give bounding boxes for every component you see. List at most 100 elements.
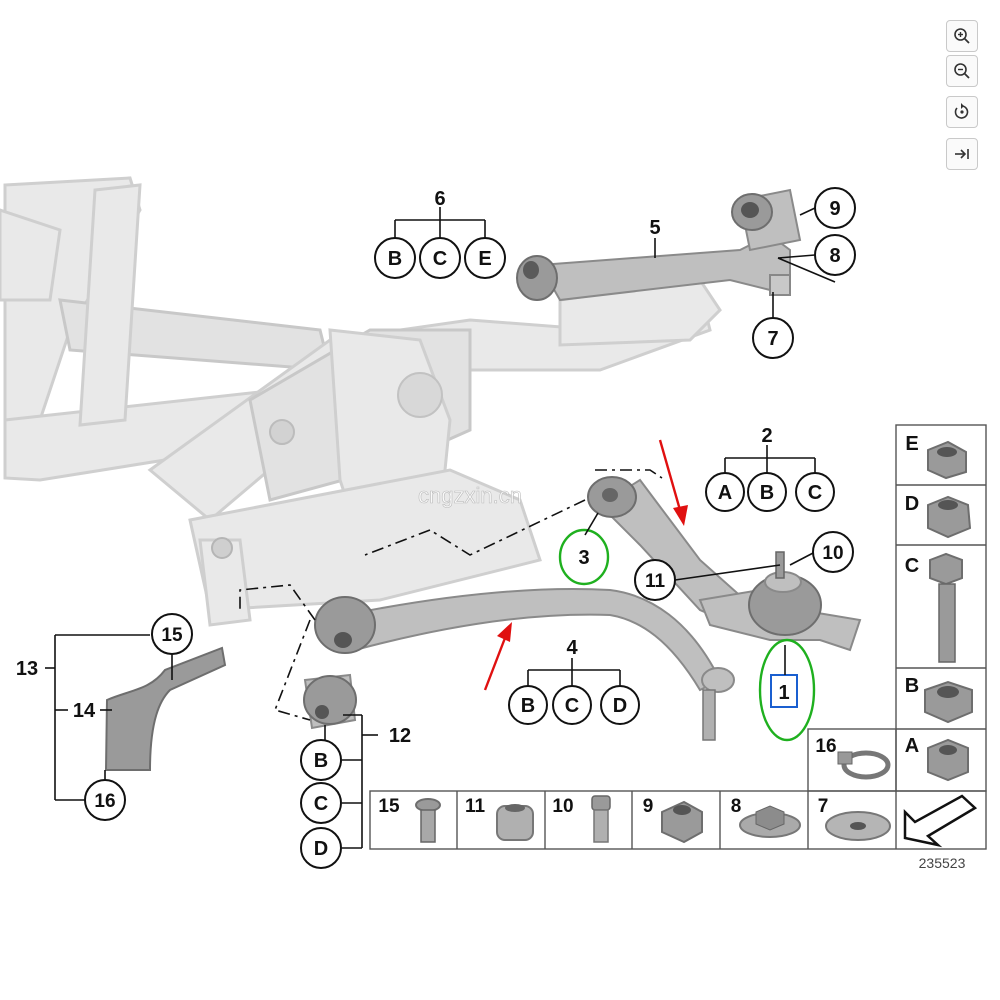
hardware-label-16: 16 <box>815 736 836 757</box>
connection-line <box>239 584 316 621</box>
variant-4-d: D <box>600 685 640 725</box>
zoom-out-button[interactable] <box>946 55 978 87</box>
bolt-10-icon <box>591 795 611 843</box>
clamp-16-icon <box>837 750 891 780</box>
hardware-label-c: C <box>905 555 919 577</box>
callout-13: 13 <box>16 658 38 680</box>
highlight-ring-1 <box>758 638 816 742</box>
callout-16-lower: 16 <box>84 779 126 821</box>
washer-7-icon <box>825 811 891 841</box>
zoom-out-icon <box>954 63 970 79</box>
callout-12: 12 <box>389 725 411 747</box>
svg-text:5: 5 <box>649 217 660 239</box>
collapse-panel-icon <box>955 149 969 159</box>
svg-text:9: 9 <box>829 198 840 220</box>
svg-text:11: 11 <box>645 571 666 592</box>
highlight-box-1 <box>770 674 798 708</box>
variant-4-b: B <box>508 685 548 725</box>
callout-7: 7 <box>752 317 794 359</box>
svg-text:12: 12 <box>389 725 411 747</box>
callout-5: 5 <box>649 217 660 239</box>
svg-text:B: B <box>521 695 535 717</box>
hardware-label-11: 11 <box>465 796 486 817</box>
svg-text:1: 1 <box>778 682 789 704</box>
reset-icon <box>954 103 969 119</box>
connection-line <box>429 499 586 556</box>
callout-11-upper: 11 <box>634 559 676 601</box>
svg-text:7: 7 <box>767 328 778 350</box>
control-arm-2 <box>587 476 862 652</box>
bracket-14 <box>104 646 227 771</box>
svg-text:C: C <box>433 248 447 270</box>
variant-6-c: C <box>419 237 461 279</box>
lower-control-arm-4 <box>314 588 735 741</box>
washer-nut-8-icon <box>739 805 801 838</box>
callout-9: 9 <box>814 187 856 229</box>
hardware-table <box>369 424 987 850</box>
svg-text:C: C <box>314 793 328 815</box>
figure-number: 235523 <box>919 855 966 871</box>
bushing-12 <box>303 673 357 730</box>
variant-12-d: D <box>300 827 342 869</box>
variant-6-e: E <box>464 237 506 279</box>
highlight-ring-3 <box>558 528 610 586</box>
subframe-illustration <box>0 176 722 627</box>
callout-8: 8 <box>814 234 856 276</box>
callout-14: 14 <box>73 700 96 722</box>
hardware-label-7: 7 <box>818 796 829 817</box>
svg-text:B: B <box>388 248 402 270</box>
callout-15-upper: 15 <box>151 613 193 655</box>
variant-2-b: B <box>747 472 787 512</box>
nut-d-icon <box>927 495 972 539</box>
svg-text:8: 8 <box>829 245 840 267</box>
nut-b-icon <box>924 680 973 724</box>
svg-text:C: C <box>808 482 822 504</box>
hardware-label-b: B <box>905 675 919 697</box>
direction-arrow-icon <box>903 794 978 848</box>
hardware-label-e: E <box>905 433 918 455</box>
callout-2: 2 <box>761 425 772 447</box>
svg-text:E: E <box>478 248 491 270</box>
collapse-panel-button[interactable] <box>946 138 978 170</box>
variant-2-a: A <box>705 472 745 512</box>
zoom-in-button[interactable] <box>946 20 978 52</box>
nut-a-icon <box>927 738 969 782</box>
callout-10: 10 <box>812 531 854 573</box>
variant-12-c: C <box>300 782 342 824</box>
variant-2-c: C <box>795 472 835 512</box>
svg-text:3: 3 <box>578 547 589 569</box>
highlight-arrows <box>483 439 688 691</box>
connection-line <box>595 469 663 479</box>
hardware-label-a: A <box>905 735 919 757</box>
watermark: cngzxin.cn <box>418 483 522 508</box>
svg-text:13: 13 <box>16 658 38 680</box>
bolt-c-icon <box>929 552 963 663</box>
svg-text:D: D <box>314 838 328 860</box>
hardware-label-10: 10 <box>552 796 573 817</box>
callout-4: 4 <box>566 637 578 659</box>
svg-text:2: 2 <box>761 425 772 447</box>
connection-line <box>364 529 431 556</box>
hardware-label-d: D <box>905 493 919 515</box>
bolt-15-icon <box>415 798 441 843</box>
hardware-label-9: 9 <box>643 796 654 817</box>
hardware-label-8: 8 <box>731 796 742 817</box>
callout-1: 1 <box>778 682 789 704</box>
connection-line <box>273 619 311 721</box>
svg-text:A: A <box>718 482 732 504</box>
reset-view-button[interactable] <box>946 96 978 128</box>
svg-text:B: B <box>314 750 328 772</box>
svg-text:B: B <box>760 482 774 504</box>
variant-4-c: C <box>552 685 592 725</box>
svg-text:16: 16 <box>94 791 115 812</box>
variant-6-b: B <box>374 237 416 279</box>
nut-e-icon <box>927 440 967 480</box>
upper-control-arm-5 <box>516 188 802 302</box>
svg-text:D: D <box>613 695 627 717</box>
svg-text:4: 4 <box>566 637 578 659</box>
callout-6: 6 <box>434 188 445 210</box>
svg-text:C: C <box>565 695 579 717</box>
svg-text:15: 15 <box>161 625 183 646</box>
leader-lines <box>45 207 836 849</box>
